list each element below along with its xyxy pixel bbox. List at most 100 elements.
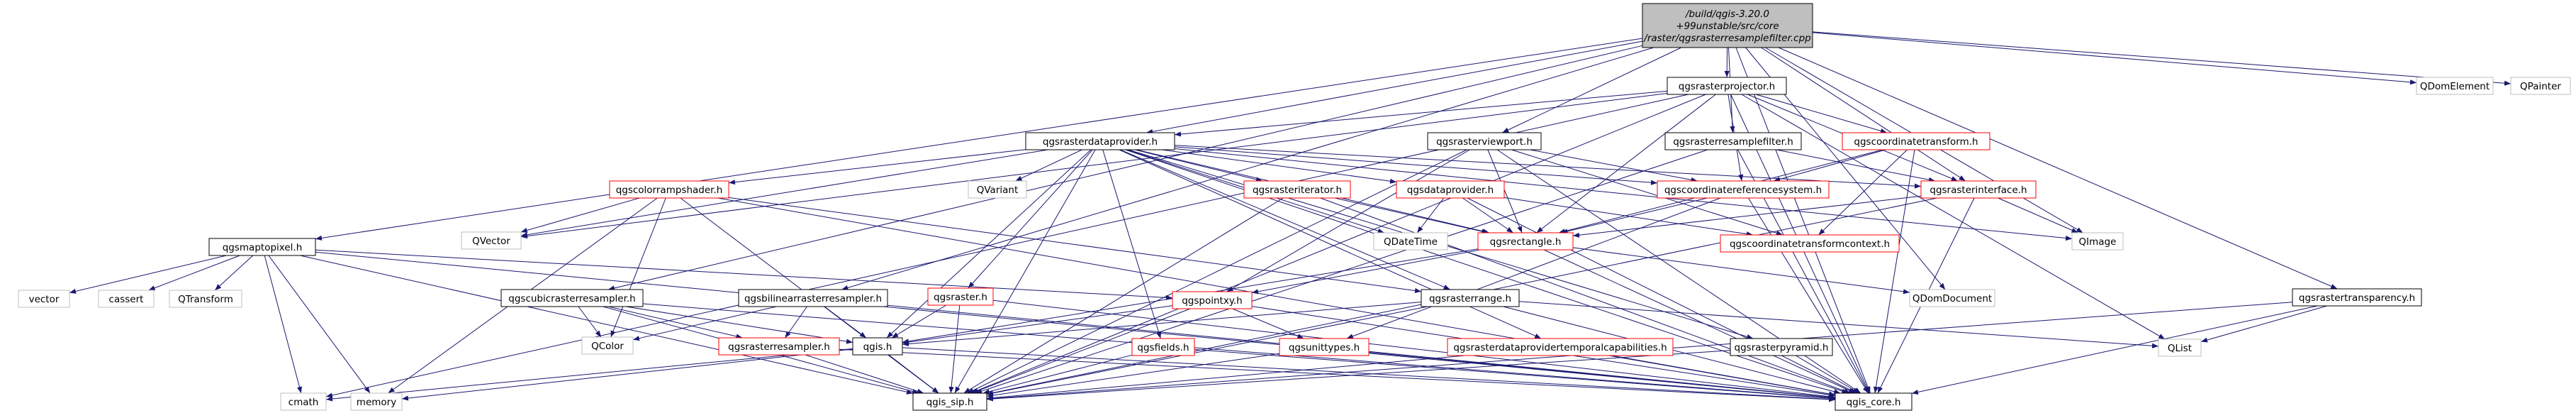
edge-cubicrasterresampler-to-qcolor bbox=[578, 306, 602, 338]
node-coordinatereferencesystem[interactable]: qgscoordinatereferencesystem.h bbox=[1657, 180, 1830, 199]
node-box bbox=[1477, 232, 1574, 251]
node-box bbox=[2510, 77, 2571, 95]
node-box bbox=[1421, 289, 1520, 307]
node-rasterprojector[interactable]: qgsrasterprojector.h bbox=[1667, 77, 1787, 95]
edge-root-to-rasterdataprovider bbox=[1146, 40, 1643, 134]
node-raster[interactable]: qgsraster.h bbox=[927, 287, 994, 306]
node-fields[interactable]: qgsfields.h bbox=[1131, 338, 1195, 356]
node-label: QDomDocument bbox=[1913, 293, 1992, 304]
edge-rasterviewport-to-coordinatereferencesystem bbox=[1530, 149, 1698, 182]
edge-root-to-rastertransparency bbox=[1778, 47, 2338, 290]
edge-rasterdataprovider-to-qvariant bbox=[1015, 149, 1082, 182]
node-qgis[interactable]: qgis.h bbox=[852, 337, 903, 356]
edge-rasterdataprovider-to-dataprovider bbox=[1162, 149, 1397, 184]
edge-rectangle-to-qdomdocument bbox=[1572, 247, 1910, 295]
node-box bbox=[927, 287, 994, 306]
edge-root-to-rasterviewport bbox=[1502, 47, 1682, 133]
node-box bbox=[461, 231, 522, 250]
node-box bbox=[1373, 232, 1448, 251]
node-unittypes[interactable]: qgsunittypes.h bbox=[1279, 338, 1370, 356]
edge-rastertransparency-to-qlist bbox=[2200, 305, 2327, 343]
node-coordinatetransform[interactable]: qgscoordinatetransform.h bbox=[1842, 132, 1990, 150]
node-label: qgsraster.h bbox=[934, 292, 987, 303]
node-cubicrasterresampler[interactable]: qgscubicrasterresampler.h bbox=[500, 289, 644, 307]
edge-colorrampshader-to-rasterrange bbox=[728, 197, 1422, 294]
edge-root-to-qgis_core bbox=[1735, 47, 1871, 394]
node-qlist: QList bbox=[2158, 339, 2202, 357]
node-qvariant: QVariant bbox=[968, 180, 1027, 199]
edge-coordinatetransform-to-coordinatereferencesystem bbox=[1773, 149, 1886, 182]
node-rasterpyramid[interactable]: qgsrasterpyramid.h bbox=[1730, 338, 1833, 356]
edge-rasterdataprovider-to-qgis_sip bbox=[954, 149, 1096, 394]
edge-rasterprojector-to-rasterdataprovider bbox=[1174, 90, 1668, 137]
edge-bilinearrasterresampler-to-qcolor bbox=[632, 306, 777, 341]
node-label: qgsrastertransparency.h bbox=[2299, 292, 2415, 304]
edge-coordinatereferencesystem-to-rectangle bbox=[1561, 197, 1708, 234]
node-label: qgsrasterpyramid.h bbox=[1735, 342, 1829, 353]
node-box bbox=[581, 336, 634, 355]
node-rasterdataprovider[interactable]: qgsrasterdataprovider.h bbox=[1025, 132, 1175, 150]
node-rasterresampler[interactable]: qgsrasterresampler.h bbox=[718, 337, 840, 356]
edge-rasterresamplefilter-to-qgis_sip bbox=[975, 149, 1708, 394]
edge-raster-to-qgis_sip bbox=[948, 304, 961, 394]
node-rasterviewport[interactable]: qgsrasterviewport.h bbox=[1427, 132, 1542, 150]
node-label: qgscoordinatereferencesystem.h bbox=[1664, 185, 1822, 196]
node-rasterinterface[interactable]: qgsrasterinterface.h bbox=[1920, 180, 2037, 199]
edge-rasterdataprovider-to-temporalcaps bbox=[1119, 149, 1542, 339]
node-colorrampshader[interactable]: qgscolorrampshader.h bbox=[609, 180, 729, 199]
node-rasterresamplefilter[interactable]: qgsrasterresamplefilter.h bbox=[1664, 132, 1802, 150]
node-bilinearrasterresampler[interactable]: qgsbilinearrasterresampler.h bbox=[738, 289, 888, 307]
node-rasterrange[interactable]: qgsrasterrange.h bbox=[1421, 289, 1520, 307]
node-pointxy[interactable]: qgspointxy.h bbox=[1172, 291, 1253, 309]
edge-colorrampshader-to-qcolor bbox=[610, 197, 666, 338]
edge-maptopixel-to-qtransform bbox=[214, 255, 254, 291]
node-box bbox=[1447, 338, 1674, 356]
node-label: QList bbox=[2168, 343, 2192, 354]
node-root: /build/qgis-3.20.0+99unstable/src/core/r… bbox=[1642, 3, 1813, 48]
node-label: qgsrasterprojector.h bbox=[1679, 81, 1775, 92]
node-label: qgsrasterinterface.h bbox=[1930, 185, 2027, 196]
node-box bbox=[609, 180, 729, 199]
node-label: qgsrasterrange.h bbox=[1429, 293, 1511, 304]
node-label: vector bbox=[29, 294, 60, 305]
node-coordinatetransformcontext[interactable]: qgscoordinatetransformcontext.h bbox=[1720, 234, 1900, 253]
node-label: qgsmaptopixel.h bbox=[223, 242, 303, 253]
edge-cubicrasterresampler-to-rasterresampler bbox=[608, 306, 743, 339]
node-box bbox=[2416, 77, 2494, 95]
node-rasteriterator[interactable]: qgsrasteriterator.h bbox=[1243, 180, 1351, 199]
node-box bbox=[98, 290, 155, 308]
edge-rasterrange-to-qgis bbox=[902, 302, 1422, 347]
edge-maptopixel-to-vector bbox=[69, 255, 227, 294]
edge-rasterdataprovider-to-qimage bbox=[1174, 148, 2073, 241]
node-box bbox=[1243, 180, 1351, 199]
node-rectangle[interactable]: qgsrectangle.h bbox=[1477, 232, 1574, 251]
node-box bbox=[718, 337, 840, 356]
node-qpainter: QPainter bbox=[2510, 77, 2571, 95]
node-box bbox=[1667, 77, 1787, 95]
node-dataprovider[interactable]: qgsdataprovider.h bbox=[1396, 180, 1505, 199]
node-cmath: cmath bbox=[280, 392, 327, 411]
node-box bbox=[1279, 338, 1370, 356]
edge-temporalcaps-to-qgis_sip bbox=[986, 355, 1465, 401]
node-qgis_sip[interactable]: qgis_sip.h bbox=[912, 392, 987, 411]
edge-root-to-cubicrasterresampler bbox=[607, 45, 1643, 291]
node-maptopixel[interactable]: qgsmaptopixel.h bbox=[208, 238, 316, 256]
edge-rasterviewport-to-coordinatetransformcontext bbox=[1511, 149, 1783, 236]
node-label: QTransform bbox=[178, 294, 233, 305]
edge-rasterprojector-to-rectangle bbox=[1536, 94, 1716, 233]
node-temporalcaps[interactable]: qgsrasterdataprovidertemporalcapabilitie… bbox=[1447, 338, 1674, 356]
node-rastertransparency[interactable]: qgsrastertransparency.h bbox=[2292, 288, 2422, 307]
node-label: qgis.h bbox=[863, 341, 892, 353]
node-qtransform: QTransform bbox=[169, 290, 242, 308]
node-box bbox=[18, 290, 70, 308]
edge-rasterinterface-to-rectangle bbox=[1572, 195, 1922, 238]
edge-coordinatereferencesystem-to-unittypes bbox=[1346, 197, 1721, 339]
edge-root-to-maptopixel bbox=[315, 38, 1643, 241]
node-qgis_core[interactable]: qgis_core.h bbox=[1835, 392, 1913, 411]
node-qdatetime: QDateTime bbox=[1373, 232, 1448, 251]
node-vector: vector bbox=[18, 290, 70, 308]
node-qdomelement: QDomElement bbox=[2416, 77, 2494, 95]
edge-maptopixel-to-qgis_sip bbox=[300, 255, 914, 395]
node-label: QDomElement bbox=[2420, 81, 2490, 92]
node-label: qgsunittypes.h bbox=[1289, 342, 1360, 353]
